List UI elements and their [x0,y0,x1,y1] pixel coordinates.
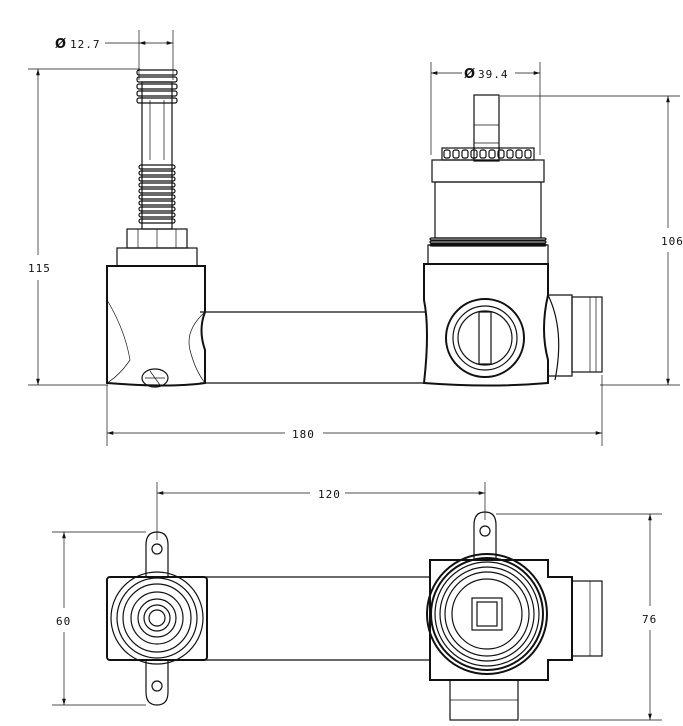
top-left-body [106,576,208,661]
top-pipe [200,576,430,661]
left-valve-body [106,265,206,387]
left-nut [116,247,198,267]
right-valve-body [422,263,549,387]
top-view [106,511,603,721]
left-height-label: 115 [28,262,51,275]
top-left-depth-label: 60 [56,615,71,628]
connecting-pipe [200,311,425,384]
top-right-depth-label: 76 [642,613,657,626]
stem-diameter-symbol: Ø [55,37,66,52]
front-port [445,298,525,378]
stem-diameter-label: 12.7 [70,38,101,51]
front-view [106,69,603,388]
overall-width-label: 180 [292,428,315,441]
top-spacing-label: 120 [318,488,341,501]
cartridge-diameter-label: 39.4 [478,68,509,81]
top-right-cartridge [426,553,548,675]
cartridge-diameter-symbol: Ø [464,67,475,82]
right-side-body [547,294,573,381]
front-dimensions: Ø 12.7 Ø 39.4 115 106 180 [28,30,683,446]
drain-plug [141,368,169,388]
top-left-ear-bottom [145,660,169,706]
top-left-port [110,571,204,665]
left-stem [136,69,178,230]
outlet-connector [571,296,603,373]
right-height-label: 106 [661,235,683,248]
top-outlet-connector [571,580,603,657]
top-dimensions: 120 60 76 [52,482,662,721]
cartridge [427,94,549,265]
